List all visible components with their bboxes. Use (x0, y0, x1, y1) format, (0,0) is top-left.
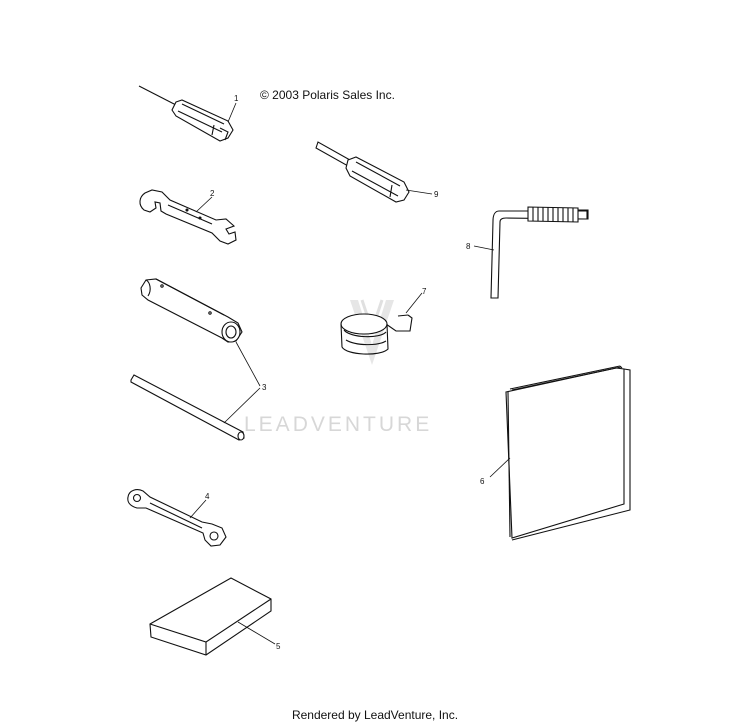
leader-line-7 (405, 292, 423, 314)
callout-1: 1 (234, 94, 239, 103)
callout-5: 5 (276, 642, 281, 651)
strap-icon (340, 313, 413, 355)
tommy-bar-icon (130, 374, 245, 441)
combination-wrench-icon (127, 489, 227, 547)
callout-4: 4 (205, 492, 210, 501)
callout-3: 3 (262, 383, 267, 392)
watermark-text: LEADVENTURE (244, 413, 432, 436)
callout-7: 7 (422, 287, 427, 296)
owners-manual-icon (505, 365, 631, 541)
screwdriver-icon (315, 141, 410, 203)
leader-line-4 (189, 499, 207, 519)
footer-text: Rendered by LeadVenture, Inc. (291, 708, 459, 722)
callout-6: 6 (480, 477, 485, 486)
hex-key-icon (490, 206, 589, 299)
leader-line-3a (235, 341, 261, 387)
callout-2: 2 (210, 189, 215, 198)
leader-line-3b (223, 387, 261, 424)
tool-pouch-icon (149, 577, 272, 656)
copyright-text: © 2003 Polaris Sales Inc. (260, 88, 395, 102)
leader-line-8 (473, 245, 495, 251)
leader-line-2 (195, 196, 213, 213)
screwdriver-icon (138, 85, 234, 142)
leader-line-6 (489, 457, 511, 478)
socket-tube-wrench-icon (140, 278, 243, 343)
callout-9: 9 (434, 190, 439, 199)
leader-line-1 (227, 102, 237, 123)
leader-line-5 (237, 621, 276, 645)
callout-8: 8 (466, 242, 471, 251)
open-end-wrench-icon (139, 189, 237, 245)
leader-line-9 (405, 189, 433, 195)
